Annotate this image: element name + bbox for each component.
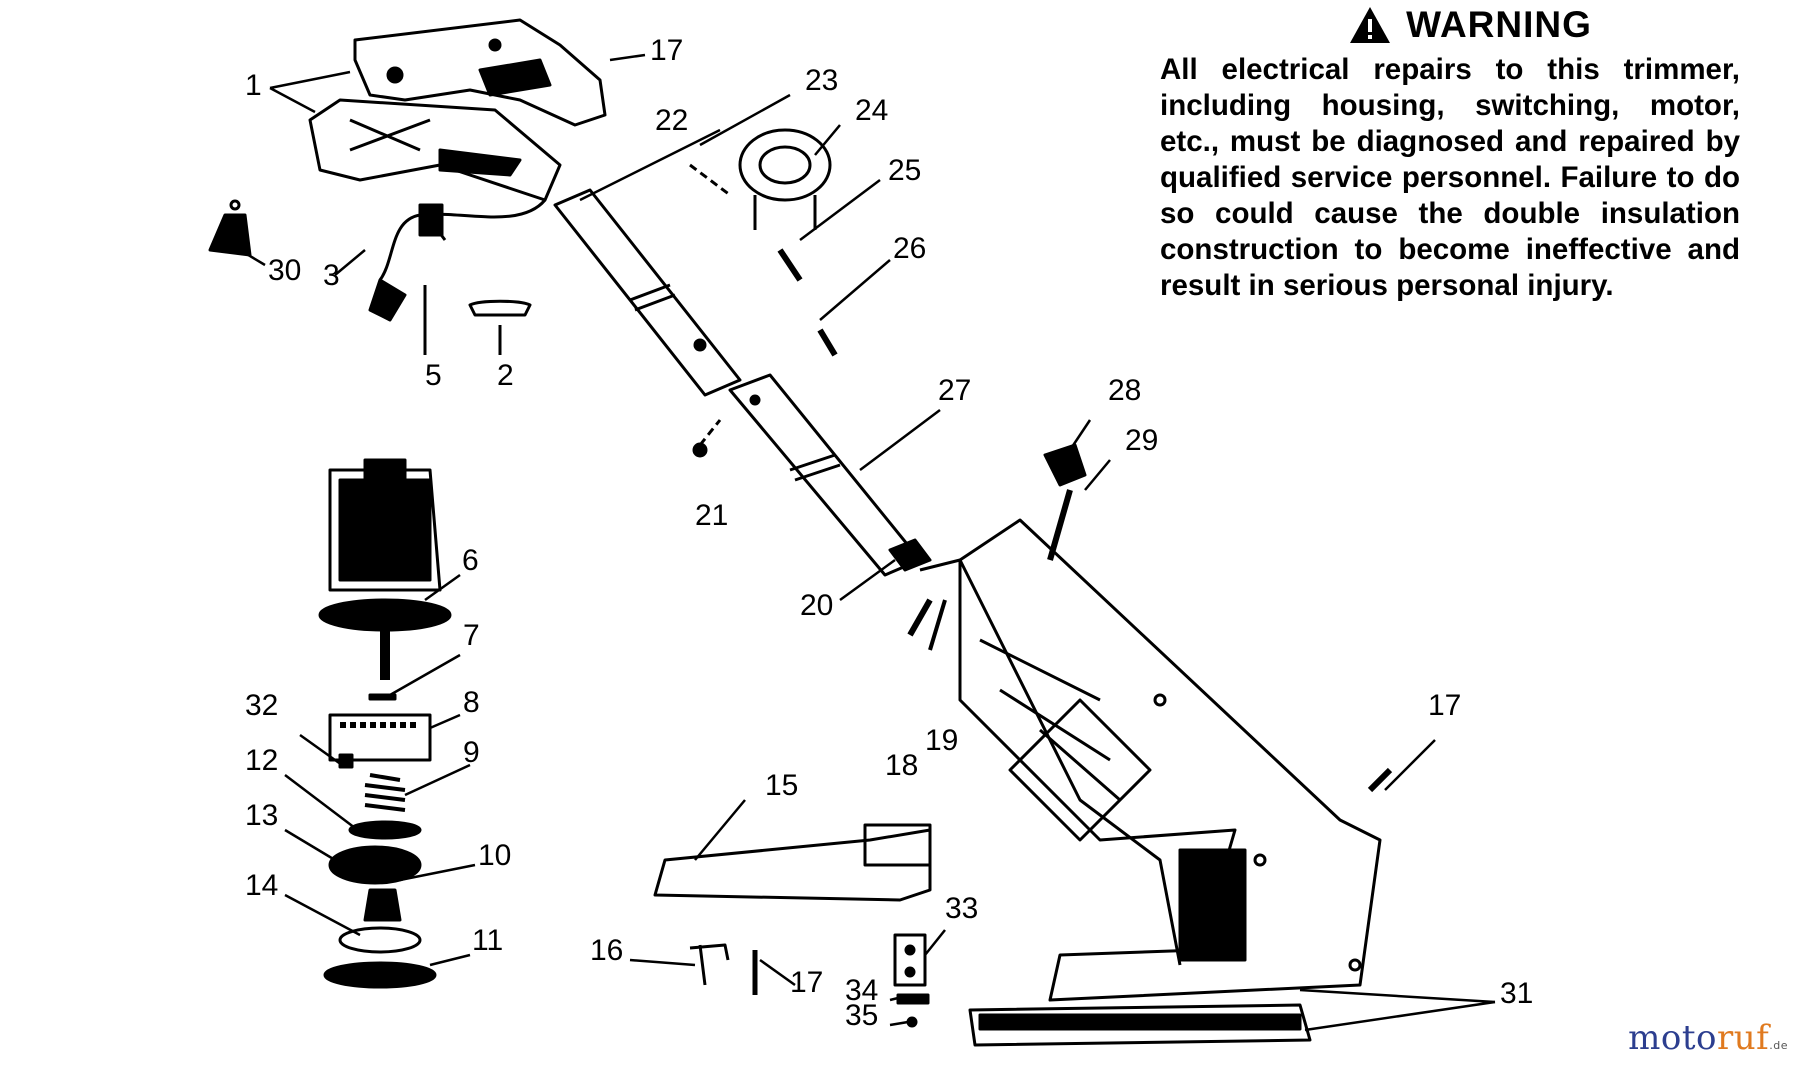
callout-16: 16 [590,934,623,967]
logo-tld: .de [1769,1039,1788,1052]
warning-triangle-icon [1350,7,1391,43]
callout-14: 14 [245,869,278,902]
callout-30: 30 [268,254,301,287]
callout-1: 1 [245,69,262,102]
callout-17: 17 [1428,689,1461,722]
callout-15: 15 [765,769,798,802]
callout-10: 10 [478,839,511,872]
logo-moto: moto [1628,1018,1718,1058]
callout-29: 29 [1125,424,1158,457]
callout-22: 22 [655,104,688,137]
warning-heading: WARNING [1200,4,1740,46]
callout-12: 12 [245,744,278,777]
callout-33: 33 [945,892,978,925]
callout-17: 17 [790,966,823,999]
callout-28: 28 [1108,374,1141,407]
callout-18: 18 [885,749,918,782]
callout-13: 13 [245,799,278,832]
callout-25: 25 [888,154,921,187]
callout-23: 23 [805,64,838,97]
callout-32: 32 [245,689,278,722]
warning-text: All electrical repairs to this trimmer, … [1160,53,1740,302]
callout-19: 19 [925,724,958,757]
warning-box: WARNING All electrical repairs to this t… [1160,4,1740,304]
motoruf-logo[interactable]: motoruf.de [1628,1018,1788,1058]
logo-ruf: ruf [1717,1018,1770,1058]
callout-35: 35 [845,999,878,1032]
callout-6: 6 [462,544,479,577]
callout-5: 5 [425,359,442,392]
callout-7: 7 [463,619,480,652]
callout-26: 26 [893,232,926,265]
callout-11: 11 [472,924,503,957]
callout-9: 9 [463,736,480,769]
callout-8: 8 [463,686,480,719]
callout-3: 3 [323,259,340,292]
callout-21: 21 [695,499,728,532]
warning-title: WARNING [1406,4,1592,45]
callout-34: 34 [845,974,878,1007]
callout-20: 20 [800,589,833,622]
callout-27: 27 [938,374,971,407]
callout-24: 24 [855,94,888,127]
callout-2: 2 [497,359,514,392]
callout-17: 17 [650,34,683,67]
callout-31: 31 [1500,977,1533,1010]
